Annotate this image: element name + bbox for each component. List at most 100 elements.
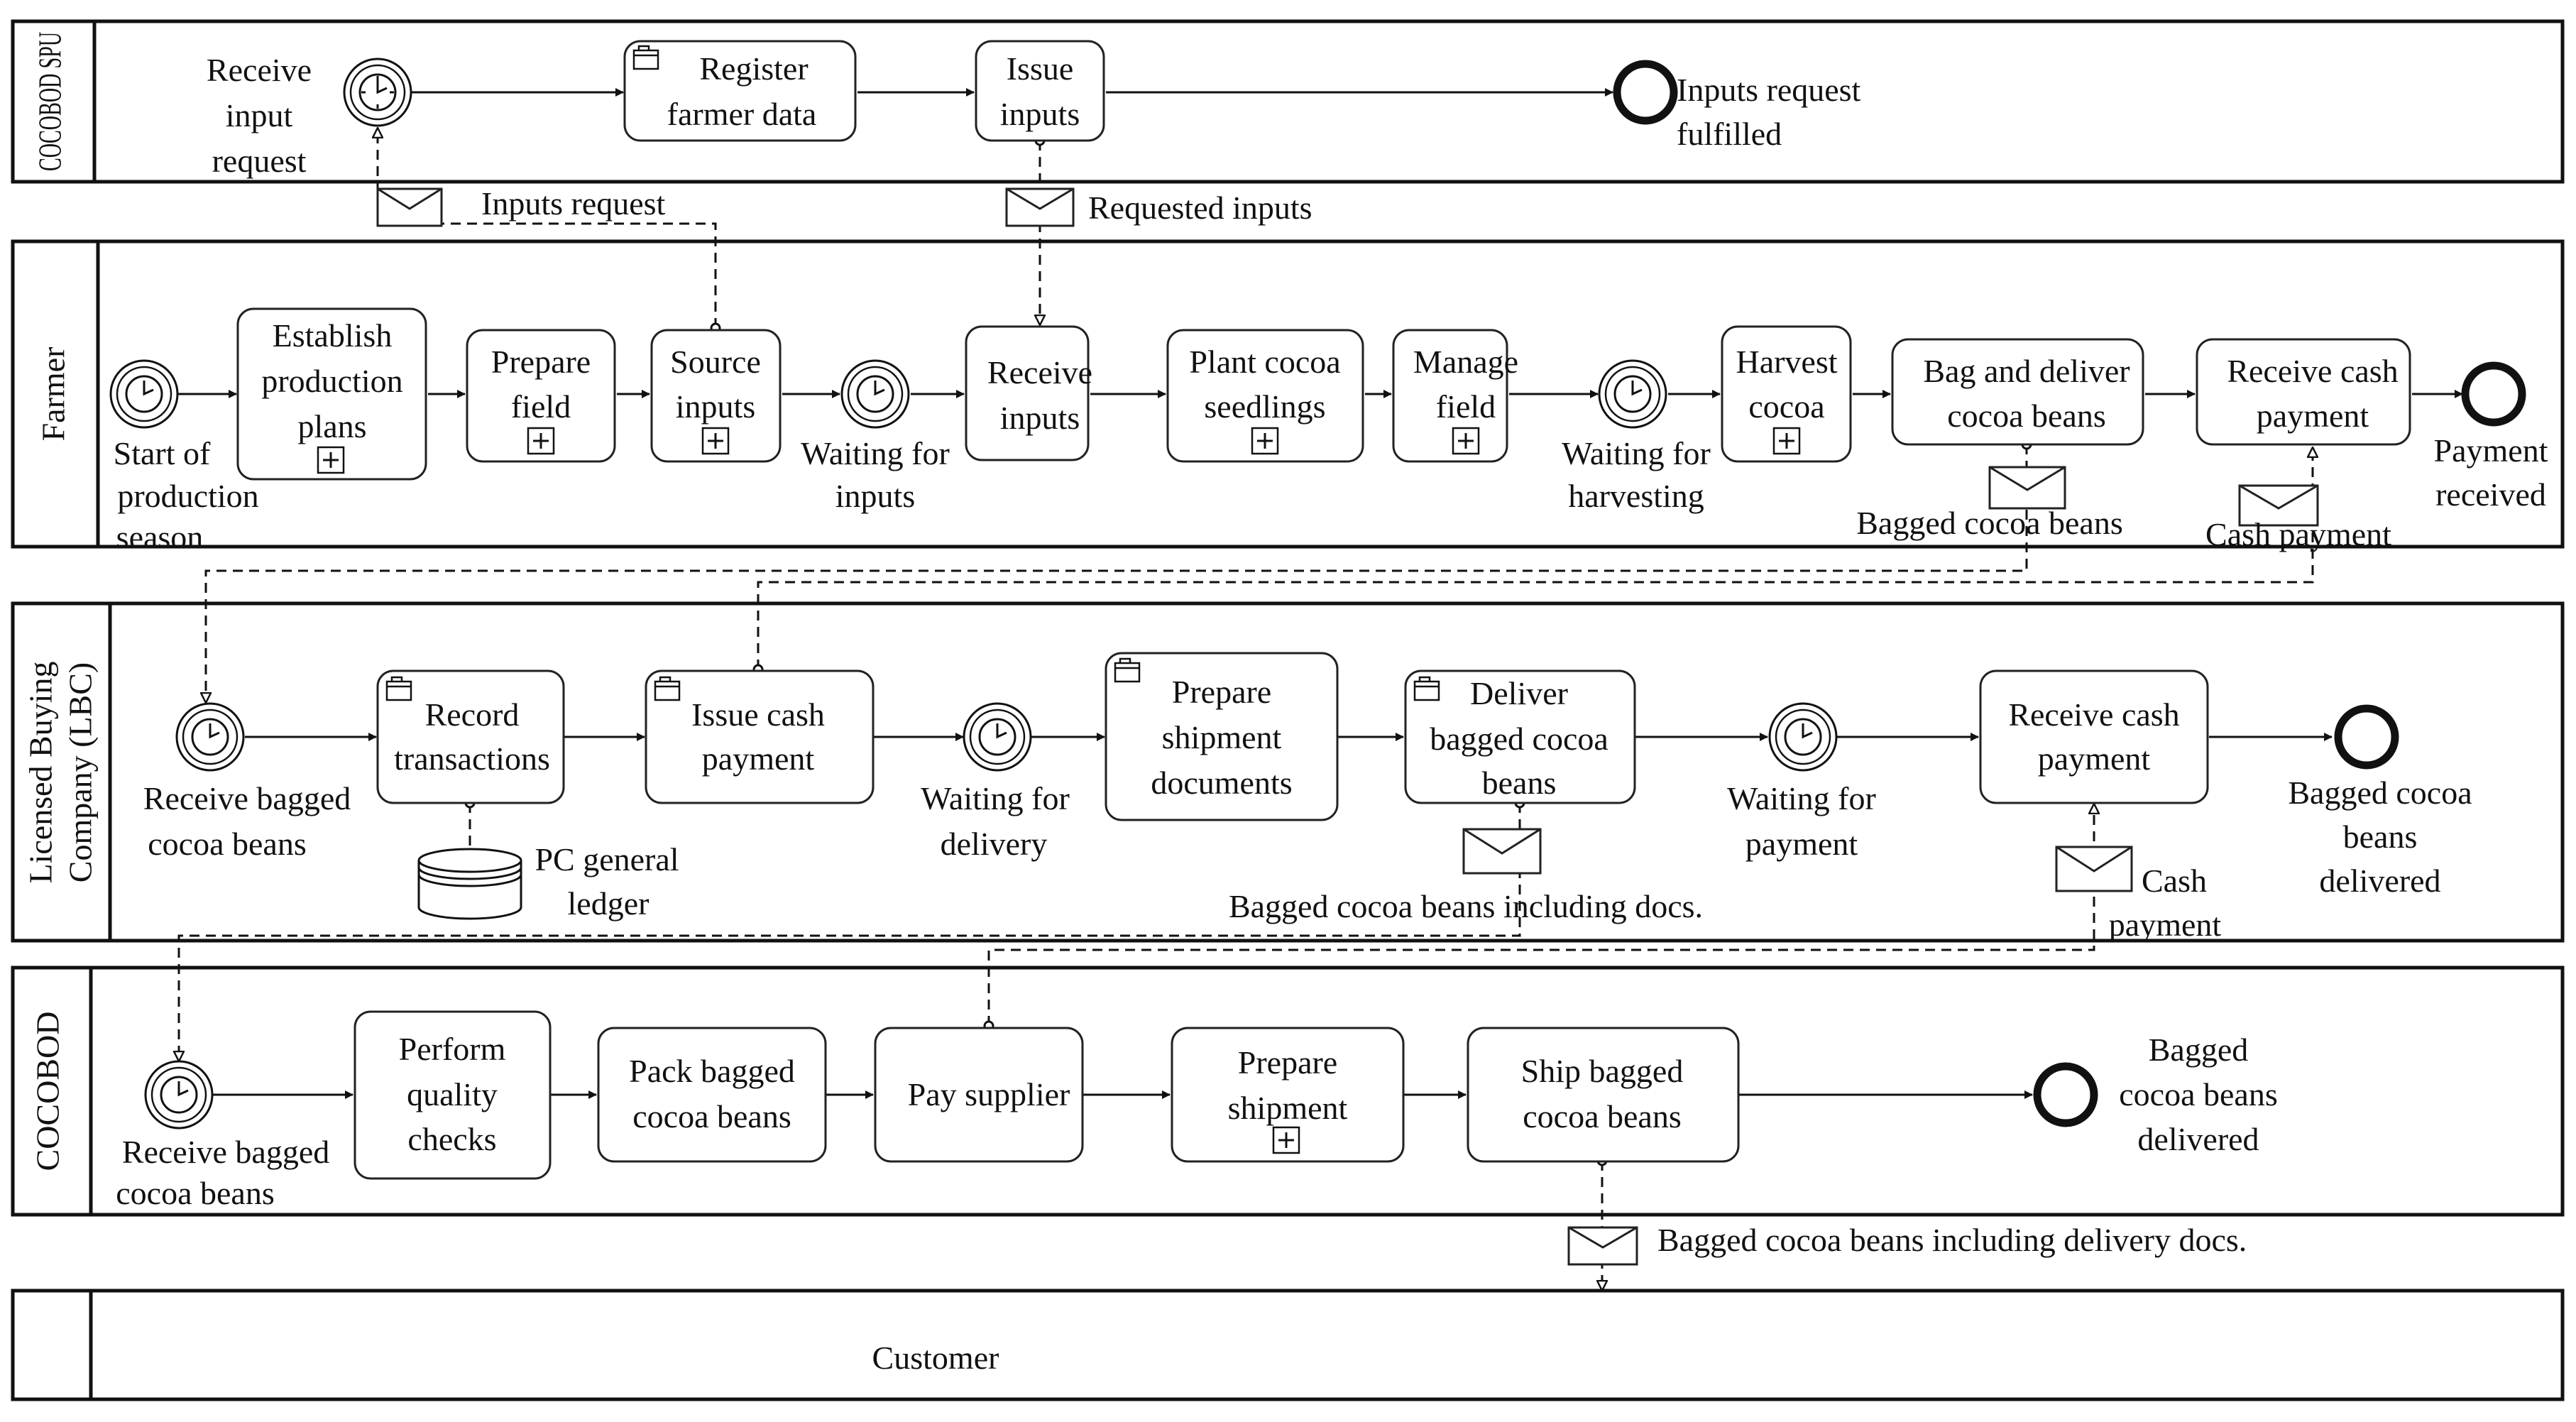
label-perform-quality-checks-1: Perform (399, 1031, 506, 1067)
message-label-bagged-incl-docs: Bagged cocoa beans including docs. (1229, 888, 1703, 924)
label-lbc-receive-bagged-1: Receive bagged (143, 780, 351, 816)
sequence-flows (177, 88, 2463, 1099)
pool-label-customer: Customer (872, 1340, 999, 1376)
label-receive-inputs-1: Receive (987, 354, 1092, 390)
label-cocobod-receive-bagged-2: cocoa beans (116, 1175, 275, 1211)
label-issue-cash-payment-1: Issue cash (691, 696, 825, 733)
label-lbc-delivered-3: delivered (2319, 863, 2440, 899)
message-label-cash-payment-farmer: Cash payment (2205, 516, 2391, 552)
label-pack-bagged-2: cocoa beans (632, 1098, 791, 1134)
task-record-transactions[interactable]: Record transactions (376, 669, 565, 804)
pool-label-farmer: Farmer (35, 347, 72, 442)
label-prepare-shipment-documents-3: documents (1151, 765, 1292, 801)
subprocess-manage-field[interactable]: Manage field (1392, 329, 1518, 463)
envelope-icon-bagged-incl-docs (1462, 828, 1542, 875)
pool-label-lbc-line2: Company (LBC) (62, 662, 99, 882)
label-start-of-production-season-3: season (116, 519, 204, 555)
message-label-cash-payment-lbc-1: Cash (2142, 863, 2207, 899)
timer-event-waiting-for-harvesting (1598, 359, 1667, 429)
message-label-bagged-cocoa-beans: Bagged cocoa beans (1856, 505, 2123, 541)
pool-label-cocobod: COCOBOD (30, 1012, 66, 1171)
task-deliver-bagged-cocoa-beans[interactable]: Deliver bagged cocoa beans (1404, 669, 1636, 804)
label-receive-cash-payment-farmer-1: Receive cash (2227, 353, 2398, 389)
label-pack-bagged-1: Pack bagged (629, 1053, 795, 1089)
timer-event-waiting-for-inputs (840, 359, 910, 429)
task-receive-cash-payment-lbc[interactable]: Receive cash payment (1979, 669, 2209, 804)
label-deliver-bagged-3: beans (1482, 765, 1557, 801)
label-source-inputs-2: inputs (676, 388, 755, 425)
label-receive-cash-payment-lbc-1: Receive cash (2008, 696, 2179, 733)
timer-event-lbc-receive-bagged-cocoa-beans (175, 702, 245, 772)
subprocess-prepare-shipment[interactable]: Prepare shipment (1171, 1027, 1405, 1163)
label-perform-quality-checks-3: checks (407, 1121, 496, 1157)
label-waiting-for-delivery-2: delivery (941, 826, 1048, 862)
label-waiting-for-harvesting-2: harvesting (1568, 478, 1704, 514)
label-pay-supplier: Pay supplier (908, 1076, 1070, 1112)
pool-label-cocobod-spu: COCOBOD SPU (32, 32, 68, 171)
label-bag-and-deliver-2: cocoa beans (1947, 398, 2106, 434)
label-lbc-delivered-2: beans (2343, 819, 2418, 855)
timer-event-receive-input-request (343, 58, 412, 127)
subprocess-prepare-field[interactable]: Prepare field (466, 329, 616, 463)
message-label-cash-payment-lbc-2: payment (2109, 907, 2222, 943)
envelope-icon-bagged-incl-delivery-docs (1567, 1226, 1638, 1266)
manual-task-icon (1413, 676, 1440, 701)
timer-event-waiting-for-delivery (963, 702, 1032, 772)
envelope-icon-cash-payment-farmer (2238, 484, 2319, 527)
task-issue-inputs[interactable]: Issue inputs (975, 40, 1105, 142)
subprocess-plus-icon (317, 446, 345, 474)
end-event-lbc-bagged-cocoa-beans-delivered (2334, 704, 2399, 770)
task-register-farmer-data[interactable]: Register farmer data (623, 40, 857, 142)
label-issue-inputs-1: Issue (1007, 50, 1074, 87)
label-start-of-production-season-1: Start of (114, 435, 211, 471)
label-cocobod-delivered-1: Bagged (2149, 1032, 2249, 1068)
pool-cocobod-spu: COCOBOD SPU (11, 19, 2565, 184)
label-bag-and-deliver-1: Bag and deliver (1923, 353, 2130, 389)
task-issue-cash-payment[interactable]: Issue cash payment (645, 669, 875, 804)
envelope-icon-bagged-cocoa-beans (1988, 466, 2066, 510)
task-ship-bagged-cocoa-beans[interactable]: Ship bagged cocoa beans (1467, 1027, 1740, 1163)
subprocess-plant-cocoa-seedlings[interactable]: Plant cocoa seedlings (1166, 329, 1364, 463)
label-receive-inputs-2: inputs (1000, 400, 1080, 436)
subprocess-plus-icon (1272, 1126, 1300, 1154)
task-receive-cash-payment-farmer[interactable]: Receive cash payment (2196, 338, 2411, 446)
subprocess-plus-icon (1452, 427, 1480, 455)
label-start-of-production-season-2: production (117, 478, 258, 514)
label-register-farmer-data-1: Register (699, 50, 808, 87)
label-receive-input-request-1: Receive (207, 52, 312, 88)
label-payment-received-2: received (2435, 476, 2546, 513)
task-pay-supplier[interactable]: Pay supplier (874, 1027, 1084, 1163)
manual-task-icon (632, 45, 659, 70)
label-manage-field-1: Manage (1413, 344, 1518, 380)
subprocess-plus-icon (527, 427, 555, 455)
task-pack-bagged-cocoa-beans[interactable]: Pack bagged cocoa beans (597, 1027, 827, 1163)
subprocess-plus-icon (1772, 427, 1801, 455)
task-prepare-shipment-documents[interactable]: Prepare shipment documents (1105, 652, 1339, 821)
subprocess-harvest-cocoa[interactable]: Harvest cocoa (1721, 325, 1852, 463)
task-perform-quality-checks[interactable]: Perform quality checks (353, 1010, 552, 1180)
label-prepare-field-1: Prepare (491, 344, 591, 380)
label-manage-field-2: field (1436, 388, 1496, 425)
end-event-payment-received (2461, 361, 2526, 427)
label-issue-inputs-2: inputs (1000, 96, 1080, 132)
timer-event-waiting-for-payment (1768, 702, 1838, 772)
label-source-inputs-1: Source (670, 344, 761, 380)
subprocess-source-inputs[interactable]: Source inputs (650, 329, 782, 463)
manual-task-icon (1114, 657, 1141, 683)
envelope-icon-cash-payment-lbc (2055, 846, 2133, 892)
label-deliver-bagged-1: Deliver (1470, 675, 1568, 711)
task-receive-inputs[interactable]: Receive inputs (965, 325, 1092, 461)
label-lbc-delivered-1: Bagged cocoa (2288, 775, 2472, 811)
label-plant-cocoa-seedlings-2: seedlings (1204, 388, 1325, 425)
subprocess-establish-production-plans[interactable]: Establish production plans (236, 307, 427, 481)
label-waiting-for-inputs-1: Waiting for (801, 435, 950, 471)
task-bag-and-deliver-cocoa-beans[interactable]: Bag and deliver cocoa beans (1891, 338, 2144, 446)
envelope-icon-inputs-request (376, 187, 443, 227)
label-establish-production-plans-3: plans (297, 408, 366, 444)
label-prepare-shipment-2: shipment (1228, 1090, 1348, 1126)
label-receive-cash-payment-lbc-2: payment (2038, 740, 2151, 777)
label-cocobod-delivered-3: delivered (2137, 1121, 2259, 1157)
data-store-pc-general-ledger (417, 848, 522, 920)
pool-label-lbc-line1: Licensed Buying (23, 662, 59, 884)
